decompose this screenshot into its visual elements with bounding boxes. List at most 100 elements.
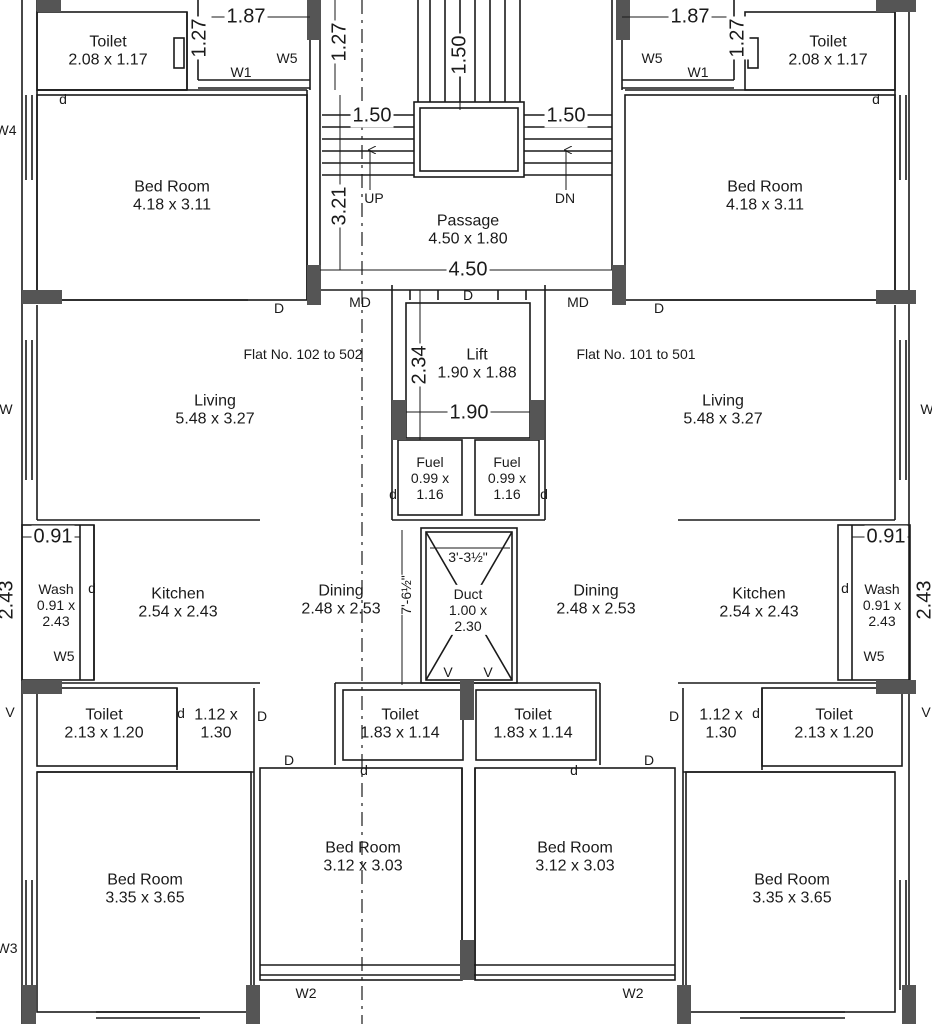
room-toilet-tr: Toilet 2.08 x 1.17	[788, 34, 867, 71]
dim-left-vertical: 2.43	[0, 578, 19, 622]
tag-d-lift: D	[462, 286, 474, 303]
room-dim: 2.08 x 1.17	[788, 52, 868, 69]
room-dim: 2.08 x 1.17	[68, 52, 148, 69]
tag-md-right: MD	[567, 293, 589, 310]
dim-stair-vertical: 1.50	[448, 33, 472, 77]
room-dim: 1.12 x	[699, 706, 743, 724]
room-dim: 5.48 x 3.27	[175, 411, 255, 428]
room-name: Living	[194, 392, 236, 410]
room-bed-tr: Bed Room 4.18 x 3.11	[726, 179, 804, 216]
tag-w5-wash-left: W5	[53, 647, 75, 664]
room-dim: 0.99 x	[487, 469, 527, 486]
dim-top-right: 1.87	[668, 5, 712, 29]
room-name: Living	[702, 392, 744, 410]
dim-landing-left: 1.50	[350, 104, 394, 128]
room-name: Toilet	[89, 33, 127, 51]
tag-md-left: MD	[349, 293, 371, 310]
room-dim: 1.30	[200, 725, 232, 742]
tag-w2-right: W2	[622, 984, 644, 1001]
room-dim: 2.48 x 2.53	[556, 601, 636, 618]
room-name: Toilet	[809, 33, 847, 51]
room-dim: 1.30	[705, 725, 737, 742]
room-toilet-tl: Toilet 2.08 x 1.17	[68, 34, 147, 71]
room-dim: 3.12 x 3.03	[323, 858, 403, 875]
tag-v-duct-left: V	[443, 663, 453, 680]
tag-w1-left: W1	[230, 63, 252, 80]
tag-w5-wash-right: W5	[863, 647, 885, 664]
room-name: Dining	[573, 582, 619, 600]
dim-wash-left: 0.91	[31, 525, 75, 549]
tag-d-fuel-l: d	[389, 485, 397, 502]
tag-v-duct-right: V	[483, 663, 493, 680]
room-name: Bed Room	[537, 839, 613, 857]
room-name: Toilet	[85, 706, 123, 724]
room-dim: 3.12 x 3.03	[535, 858, 615, 875]
room-dim: 1.83 x 1.14	[360, 725, 440, 742]
room-kitchen-l: Kitchen 2.54 x 2.43	[138, 586, 217, 623]
tag-d-bed-tr-bottom: D	[653, 299, 665, 316]
room-bed-bl: Bed Room 3.35 x 3.65	[105, 872, 184, 909]
room-name: Toilet	[815, 706, 853, 724]
dim-duct-vertical: 7'-6½"	[397, 575, 415, 615]
room-dim: 4.18 x 3.11	[726, 197, 804, 214]
dim-right-vertical: 2.43	[913, 578, 932, 622]
room-passage: Passage 4.50 x 1.80	[428, 213, 507, 250]
tag-v-right: V	[921, 703, 931, 720]
tag-w3: W3	[0, 939, 18, 956]
flat-label-right: Flat No. 101 to 501	[576, 345, 696, 362]
room-dim: 2.54 x 2.43	[719, 604, 799, 621]
room-dim: 2.43	[868, 613, 896, 630]
tag-d-wash-r: d	[841, 579, 849, 596]
room-bed-cr: Bed Room 3.12 x 3.03	[535, 840, 614, 877]
room-name: Fuel	[493, 453, 521, 470]
room-dim: 1.16	[416, 486, 444, 503]
dim-passage-width: 4.50	[446, 258, 490, 282]
room-toilet-cl: Toilet 1.83 x 1.14	[360, 707, 439, 744]
tag-w-right: W	[920, 400, 932, 417]
room-living-l: Living 5.48 x 3.27	[175, 393, 254, 430]
room-dim: 4.50 x 1.80	[428, 231, 508, 248]
dim-passage-vertical: 3.21	[328, 184, 352, 228]
room-duct: Duct 1.00 x 2.30	[446, 584, 490, 636]
room-fuel-l: Fuel 0.99 x 1.16	[411, 454, 449, 502]
room-name: Kitchen	[151, 585, 205, 603]
tag-up: UP	[364, 189, 384, 206]
room-dim: 2.48 x 2.53	[301, 601, 381, 618]
room-dim: 1.00 x	[448, 601, 488, 618]
room-dim: 2.54 x 2.43	[138, 604, 218, 621]
room-name: Wash	[864, 580, 900, 597]
tag-d-bed-cr: D	[643, 751, 655, 768]
room-toilet-bl: Toilet 2.13 x 1.20	[64, 707, 143, 744]
tag-d-bed-tl: d	[59, 90, 67, 107]
columns	[22, 0, 916, 1024]
room-dim: 1.16	[493, 486, 521, 503]
room-lift: Lift 1.90 x 1.88	[437, 347, 516, 384]
dim-v127-center: 1.27	[328, 20, 352, 64]
flat-label-left: Flat No. 102 to 502	[243, 345, 363, 362]
dim-wash-right: 0.91	[864, 525, 908, 549]
room-name: Fuel	[416, 453, 444, 470]
room-name: Bed Room	[134, 178, 210, 196]
room-name: Duct	[453, 585, 483, 602]
tag-d-toilet-bl: d	[177, 704, 185, 721]
tag-w5-right: W5	[641, 49, 663, 66]
tag-w-left: W	[0, 400, 13, 417]
dim-landing-right: 1.50	[544, 104, 588, 128]
room-dim: 1.90 x 1.88	[437, 365, 517, 382]
room-toilet-br: Toilet 2.13 x 1.20	[794, 707, 873, 744]
room-name: Toilet	[514, 706, 552, 724]
tag-w1-right: W1	[687, 63, 709, 80]
room-dining-r: Dining 2.48 x 2.53	[556, 583, 635, 620]
room-name: Dining	[318, 582, 364, 600]
tag-d-store-l: D	[256, 707, 268, 724]
walls	[21, 0, 911, 1024]
dim-lift-vertical: 2.34	[408, 343, 432, 387]
room-bed-cl: Bed Room 3.12 x 3.03	[323, 840, 402, 877]
tag-d-toilet-cr: d	[570, 761, 578, 778]
tag-d-toilet-br: d	[752, 704, 760, 721]
tag-d-store-r: D	[668, 707, 680, 724]
room-dim: 1.12 x	[194, 706, 238, 724]
room-dining-l: Dining 2.48 x 2.53	[301, 583, 380, 620]
room-dim: 3.35 x 3.65	[752, 890, 832, 907]
